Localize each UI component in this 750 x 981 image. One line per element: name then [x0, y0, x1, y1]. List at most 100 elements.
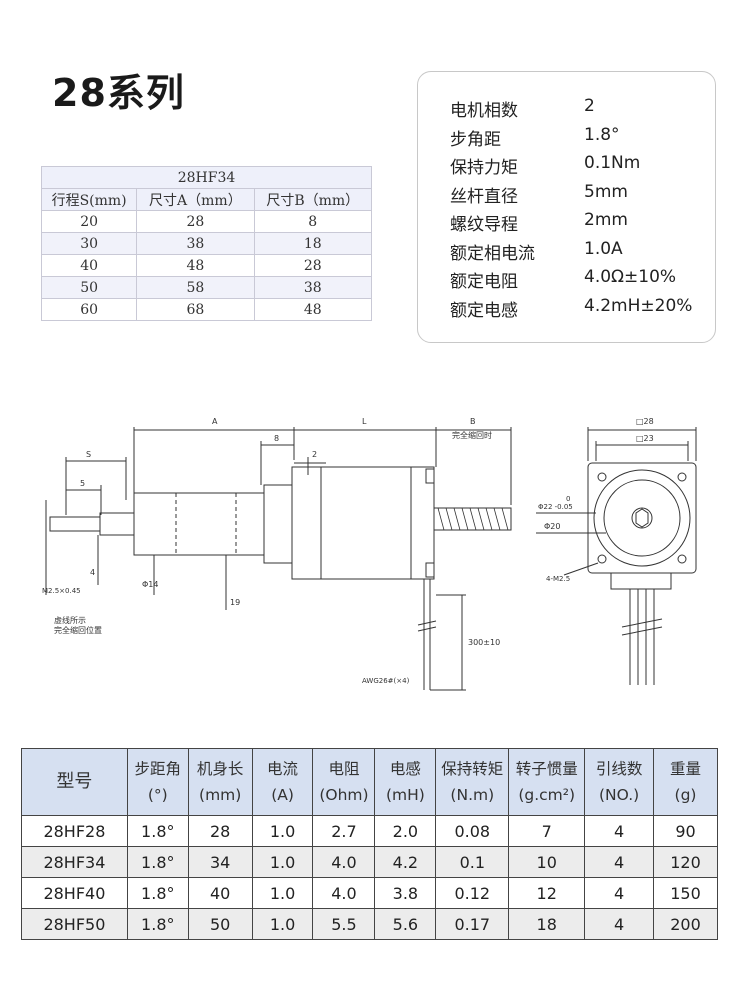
table-cell: 20	[40, 210, 138, 233]
dim-label-l: L	[362, 417, 367, 426]
col-header-step-angle: 步距角(°)	[126, 748, 189, 816]
spec-label: 电机相数	[450, 101, 518, 121]
stroke-table-title-row: 28HF34	[41, 166, 372, 189]
spec-value: 1.0A	[584, 239, 623, 259]
table-cell: 1.0	[251, 908, 314, 940]
dim-label-b-note: 完全缩回时	[452, 430, 492, 440]
table-cell: 5.6	[374, 908, 437, 940]
table-cell: 4	[584, 877, 655, 909]
table-cell: 18	[508, 908, 586, 940]
dim-label-sq23: □23	[636, 434, 654, 443]
col-header-resistance: 电阻(Ohm)	[312, 748, 376, 816]
table-cell: 3.8	[374, 877, 437, 909]
spec-value: 5mm	[584, 182, 628, 202]
dim-label-b: B	[470, 417, 476, 426]
spec-value: 1.8°	[584, 125, 620, 145]
stroke-table-title: 28HF34	[41, 166, 372, 189]
table-cell: 4	[584, 815, 655, 847]
spec-label: 额定相电流	[450, 244, 535, 264]
stroke-header: 行程S(mm)	[40, 188, 138, 211]
table-cell: 28HF34	[21, 846, 128, 878]
dim-label-d22-tol: 0	[566, 495, 570, 503]
spec-value: 2mm	[584, 210, 628, 230]
table-cell: 18	[253, 232, 372, 255]
dim-label-s: S	[86, 450, 91, 459]
table-cell: 48	[136, 254, 255, 277]
dim-label-m25x4: 4-M2.5	[546, 575, 570, 583]
table-cell: 1.0	[251, 815, 314, 847]
table-cell: 28HF40	[21, 877, 128, 909]
spec-label: 丝杆直径	[450, 187, 518, 207]
table-cell: 8	[253, 210, 372, 233]
dim-label-a: A	[212, 417, 218, 426]
table-cell: 2.7	[312, 815, 376, 847]
dim-label-5: 5	[80, 479, 85, 488]
table-cell: 5.5	[312, 908, 376, 940]
spec-value: 0.1Nm	[584, 153, 641, 173]
note-retracted: 完全缩回位置	[54, 625, 102, 635]
table-cell: 50	[187, 908, 253, 940]
spec-label: 额定电感	[450, 301, 518, 321]
table-cell: 40	[40, 254, 138, 277]
table-cell: 4.0	[312, 846, 376, 878]
table-cell: 38	[136, 232, 255, 255]
table-cell: 28HF50	[21, 908, 128, 940]
spec-label: 额定电阻	[450, 272, 518, 292]
table-cell: 40	[187, 877, 253, 909]
spec-value: 4.2mH±20%	[584, 296, 693, 316]
col-header-holding-torque: 保持转矩(N.m)	[435, 748, 510, 816]
table-cell: 12	[508, 877, 586, 909]
wire-gauge-label: AWG26#(×4)	[362, 677, 410, 685]
table-cell: 28	[253, 254, 372, 277]
table-cell: 60	[40, 298, 138, 321]
table-cell: 4	[584, 846, 655, 878]
spec-table-header-row: 型号 步距角(°) 机身长(mm) 电流(A) 电阻(Ohm) 电感(mH) 保…	[21, 748, 718, 816]
table-cell: 58	[136, 276, 255, 299]
table-cell: 120	[653, 846, 718, 878]
spec-value: 2	[584, 96, 595, 116]
table-cell: 150	[653, 877, 718, 909]
table-cell: 1.8°	[126, 815, 189, 847]
note-dashed: 虚线所示	[54, 615, 86, 625]
table-cell: 4.2	[374, 846, 437, 878]
stroke-header: 尺寸A（mm）	[136, 188, 255, 211]
table-cell: 68	[136, 298, 255, 321]
dim-label-8: 8	[274, 434, 279, 443]
table-cell: 7	[508, 815, 586, 847]
table-cell: 10	[508, 846, 586, 878]
dim-label-2: 2	[312, 450, 317, 459]
spec-label: 保持力矩	[450, 158, 518, 178]
col-header-rotor-inertia: 转子惯量(g.cm²)	[508, 748, 586, 816]
spec-label: 步角距	[450, 130, 501, 150]
col-header-inductance: 电感(mH)	[374, 748, 437, 816]
col-header-body-length: 机身长(mm)	[187, 748, 253, 816]
col-header-current: 电流(A)	[251, 748, 314, 816]
table-cell: 200	[653, 908, 718, 940]
table-cell: 48	[253, 298, 372, 321]
dim-label-19: 19	[230, 598, 240, 607]
spec-label: 螺纹导程	[450, 215, 518, 235]
table-cell: 50	[40, 276, 138, 299]
table-cell: 4.0	[312, 877, 376, 909]
dim-label-d22: Φ22 -0.05	[538, 503, 573, 511]
table-cell: 34	[187, 846, 253, 878]
dim-label-4: 4	[90, 568, 95, 577]
table-cell: 0.12	[435, 877, 510, 909]
spec-value: 4.0Ω±10%	[584, 267, 677, 287]
table-cell: 30	[40, 232, 138, 255]
table-cell: 1.8°	[126, 877, 189, 909]
table-cell: 28HF28	[21, 815, 128, 847]
dim-label-d14: Φ14	[142, 580, 158, 589]
table-cell: 0.08	[435, 815, 510, 847]
table-cell: 28	[187, 815, 253, 847]
